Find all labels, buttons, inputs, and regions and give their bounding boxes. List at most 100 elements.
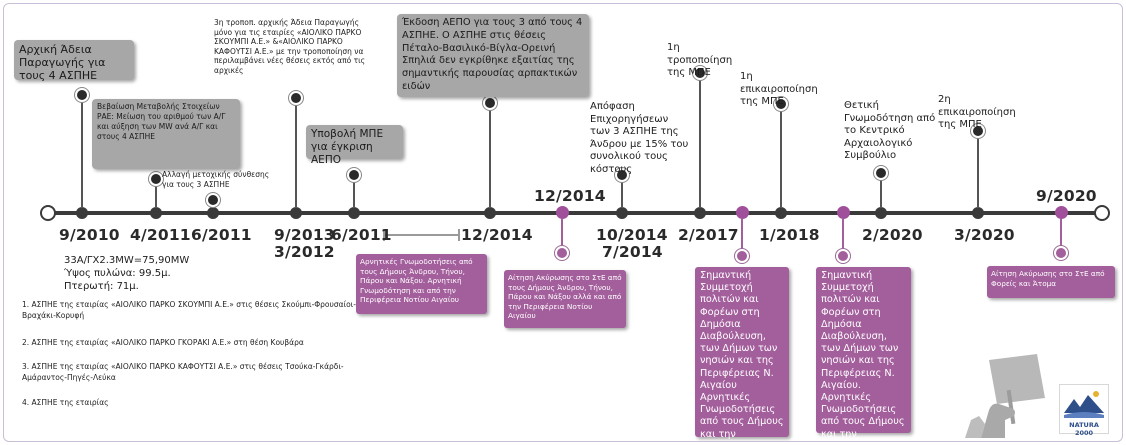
marker-2020-03 [971,124,985,138]
date-2018-01: 1/2018 [759,226,820,244]
pstem-2017 [741,219,743,253]
marker-2014-12 [483,96,497,110]
marker-2011-06b [347,168,361,182]
opposition-consultation-2019-text: Σημαντική Συμμετοχή πολιτών και Φορέων σ… [821,270,905,441]
axis-dot-2011-06b [348,207,360,219]
stem-2011-04 [155,180,157,208]
date-2014-07: 7/2014 [602,243,663,261]
opposition-consultation-2017-text: Σημαντική Συμμετοχή πολιτών και Φορέων σ… [700,270,784,441]
park-3: 3. ΑΣΠΗΕ της εταιρίας «ΑΙΟΛΙΚΟ ΠΑΡΚΟ ΚΑΦ… [22,361,367,383]
date-2011-06: 6/2011 [191,226,252,244]
axis-dot-2014-12-purple [556,206,569,219]
marker-2010-09 [75,88,89,102]
stem-2011-06b [353,176,355,208]
axis-dot-2020-02 [875,207,887,219]
park-1: 1. ΑΣΠΗΕ της εταιρίας «ΑΙΟΛΙΚΟ ΠΑΡΚΟ ΣΚΟ… [22,299,367,321]
stem-2017-02 [699,74,701,208]
date-2011-06b: 6/2011 [331,226,392,244]
milestone-kas-approval: Θετική Γνωμοδότηση από το Κεντρικό Αρχαι… [844,100,944,163]
date-2010-09: 9/2010 [59,226,120,244]
milestone-mpe-amendment-1-text: 1η τροποποίηση της ΜΠΕ [667,42,733,78]
park-2-text: 2. ΑΣΠΗΕ της εταιρίας «ΑΙΟΛΙΚΟ ΠΑΡΚΟ ΓΚΟ… [22,338,304,347]
milestone-aepo-issue: Έκδοση ΑΕΠΟ για τους 3 από τους 4 ΑΣΠΗΕ.… [397,14,589,97]
date-2020-09: 9/2020 [1036,187,1097,205]
stem-2013-09 [295,99,297,208]
axis-dot-2017-purple [736,206,749,219]
opposition-annulment-2020-text: Αίτηση Ακύρωσης στο ΣτΕ από Φορείς και Ά… [991,269,1105,288]
axis-start-cap [40,205,56,221]
date-2014-12: 12/2014 [461,226,533,244]
marker-2018-01 [774,97,788,111]
milestone-share-change: Αλλαγή μετοχικής σύνθεσης για τους 3 ΑΣΠ… [162,170,277,189]
marker-2017-02 [693,66,707,80]
milestone-mpe-update-2-text: 2η επικαιροποίηση της ΜΠΕ [938,94,1016,130]
date-2014-12-top: 12/2014 [534,187,606,205]
specs-rotor: Πτερωτή: 71μ. [64,281,139,292]
axis-dot-2019-purple [837,206,850,219]
milestone-mpe-submission: Υποβολή ΜΠΕ για έγκριση ΑΕΠΟ [306,125,403,166]
stem-2010-09 [81,96,83,208]
date-2017-02: 2/2017 [678,226,739,244]
milestone-aepo-issue-text: Έκδοση ΑΕΠΟ για τους 3 από τους 4 ΑΣΠΗΕ.… [402,17,583,92]
axis-dot-2017-02 [694,207,706,219]
pstem-2014 [561,219,563,249]
date-2020-03: 3/2020 [954,226,1015,244]
park-3-text: 3. ΑΣΠΗΕ της εταιρίας «ΑΙΟΛΙΚΟ ΠΑΡΚΟ ΚΑΦ… [22,362,344,382]
milestone-mpe-update-1-text: 1η επικαιροποίηση της ΜΠΕ [740,71,818,107]
date-2014-10: 10/2014 [596,226,668,244]
specs-block: 33Α/ΓΧ2.3MW=75,90MW Ύψος πυλώνα: 99.5μ. … [64,254,189,293]
stem-2020-02 [880,174,882,208]
axis-dot-2013-09 [290,207,302,219]
milestone-mpe-update-2: 2η επικαιροποίηση της ΜΠΕ [938,94,1028,132]
park-1-text: 1. ΑΣΠΗΕ της εταιρίας «ΑΙΟΛΙΚΟ ΠΑΡΚΟ ΣΚΟ… [22,300,356,320]
pmarker-2017 [735,249,749,263]
marker-2014-10 [615,168,629,182]
natura-logo-text: NATURA 2000 [1069,421,1099,437]
milestone-third-amendment-text: 3η τροποπ. αρχικής Άδεια Παραγωγής μόνο … [214,18,366,75]
date-2020-02: 2/2020 [862,226,923,244]
milestone-third-amendment: 3η τροποπ. αρχικής Άδεια Παραγωγής μόνο … [214,18,369,75]
marker-2011-04 [149,172,163,186]
park-4: 4. ΑΣΠΗΕ της εταιρίας [22,397,367,408]
milestone-mpe-submission-text: Υποβολή ΜΠΕ για έγκριση ΑΕΠΟ [311,128,384,166]
pstem-2020 [1060,219,1062,251]
axis-end-cap [1094,205,1110,221]
milestone-kas-approval-text: Θετική Γνωμοδότηση από το Κεντρικό Αρχαι… [844,100,936,161]
milestone-subsidy: Απόφαση Επιχορηγήσεων των 3 ΑΣΠΗΕ της Άν… [590,101,690,176]
opposition-negative-opinions-2011: Αρνητικές Γνωμοδοτήσεις από τους Δήμους … [356,254,487,314]
pmarker-2020 [1054,246,1068,260]
axis-dot-2018-01 [775,207,787,219]
milestone-share-change-text: Αλλαγή μετοχικής σύνθεσης για τους 3 ΑΣΠ… [162,170,270,189]
stem-2018-01 [780,105,782,208]
pmarker-2019 [836,249,850,263]
marker-2013-09 [289,91,303,105]
pstem-2019 [842,219,844,253]
axis-dot-2014-10 [616,207,628,219]
opposition-negative-opinions-2011-text: Αρνητικές Γνωμοδοτήσεις από τους Δήμους … [360,257,473,305]
date-2012-03: 3/2012 [274,243,335,261]
milestone-initial-licence-text: Αρχική Άδεια Παραγωγής για τους 4 ΑΣΠΗΕ [19,43,106,82]
axis-dot-2011-04 [150,207,162,219]
stem-2014-12 [489,104,491,208]
protest-hand-sign-icon [965,354,1045,438]
axis-dot-2010-09 [76,207,88,219]
timeline-frame: Αρχική Άδεια Παραγωγής για τους 4 ΑΣΠΗΕ … [3,3,1123,442]
milestone-initial-licence: Αρχική Άδεια Παραγωγής για τους 4 ΑΣΠΗΕ [14,40,134,82]
axis-dot-2011-06 [207,207,219,219]
milestone-mpe-update-1: 1η επικαιροποίηση της ΜΠΕ [740,71,822,109]
stem-2020-03 [977,132,979,208]
park-2: 2. ΑΣΠΗΕ της εταιρίας «ΑΙΟΛΙΚΟ ΠΑΡΚΟ ΓΚΟ… [22,337,367,348]
opposition-consultation-2017: Σημαντική Συμμετοχή πολιτών και Φορέων σ… [695,267,789,441]
milestone-subsidy-text: Απόφαση Επιχορηγήσεων των 3 ΑΣΠΗΕ της Άν… [590,101,689,175]
axis-dot-2020-09-purple [1055,206,1068,219]
opposition-annulment-2020: Αίτηση Ακύρωσης στο ΣτΕ από Φορείς και Ά… [987,266,1115,298]
date-2013-09: 9/2013 [274,226,335,244]
marker-2020-02 [874,166,888,180]
opposition-annulment-2014: Αίτηση Ακύρωσης στο ΣτΕ από τους Δήμους … [504,270,626,328]
natura-logo-icon [1064,391,1104,418]
milestone-rae-change: Βεβαίωση Μεταβολής Στοιχείων ΡΑΕ: Μείωση… [92,99,240,169]
axis-dot-2020-03 [972,207,984,219]
milestone-mpe-amendment-1: 1η τροποποίηση της ΜΠΕ [667,42,737,80]
opposition-annulment-2014-text: Αίτηση Ακύρωσης στο ΣτΕ από τους Δήμους … [508,273,622,321]
stem-2014-10 [621,176,623,208]
